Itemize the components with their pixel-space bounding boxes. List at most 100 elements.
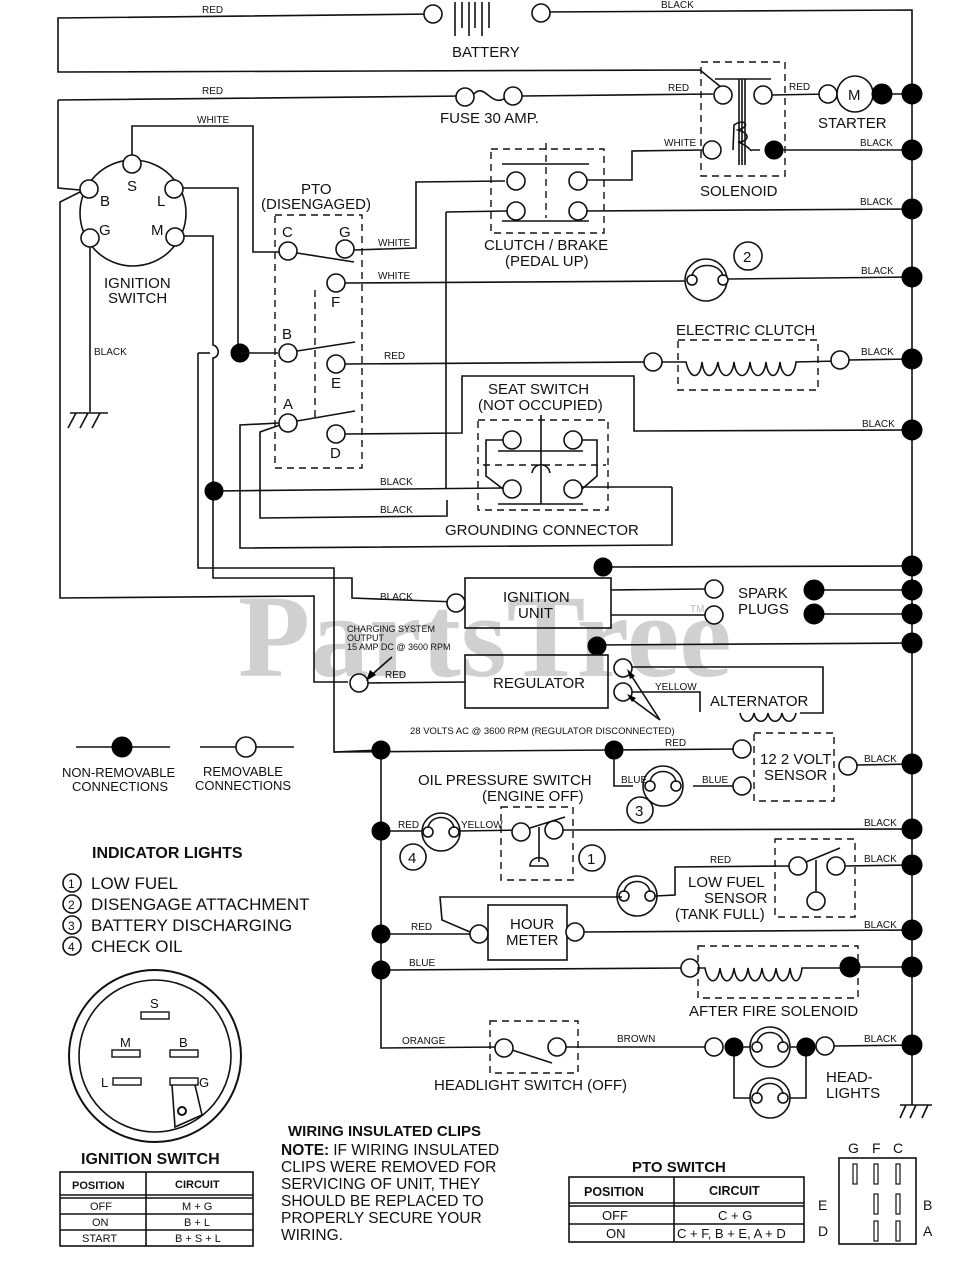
charging-note: 15 AMP DC @ 3600 RPM <box>347 642 451 652</box>
table-cell: C + G <box>718 1208 752 1223</box>
indicator-item: 3 BATTERY DISCHARGING <box>62 915 292 935</box>
indicator-item: 1 LOW FUEL <box>62 873 178 893</box>
table-cell: C + F, B + E, A + D <box>677 1226 786 1241</box>
ignition-unit-label: IGNITION <box>503 589 570 606</box>
wire-label: BLACK <box>861 347 894 358</box>
wire-label: BLACK <box>864 754 897 765</box>
wire <box>727 276 913 280</box>
svg-text:NOTE:IF WIRING INSULATED: NOTE:IF WIRING INSULATED <box>281 1142 499 1159</box>
wire <box>239 422 673 549</box>
table-cell: START <box>82 1233 117 1245</box>
volt-sensor-label: 12 2 VOLT <box>760 751 831 768</box>
indicator-number: 1 <box>68 877 75 891</box>
note-line: CLIPS WERE REMOVED FOR <box>281 1159 496 1176</box>
wire-label: WHITE <box>197 115 230 126</box>
ground-symbol-left <box>67 412 108 429</box>
alternator: ALTERNATOR <box>710 693 809 723</box>
indicator-lamp-2: 2 <box>684 241 763 302</box>
wire-label: YELLOW <box>655 682 697 693</box>
wire-label: WHITE <box>378 271 411 282</box>
terminal-label: E <box>331 375 341 392</box>
clutch-brake-label: CLUTCH / BRAKE <box>484 237 608 254</box>
ignition-switch: S B L G M IGNITION SWITCH <box>79 154 187 307</box>
wire-label: BLACK <box>861 266 894 277</box>
pto-switch-title: PTO SWITCH <box>632 1159 726 1176</box>
watermark-tm: TM <box>690 604 704 615</box>
watermark: PartsTree TM <box>238 571 732 702</box>
terminal-label: G <box>339 224 351 241</box>
terminal-label: L <box>101 1075 108 1090</box>
wire <box>587 149 704 181</box>
wire-label: BLUE <box>409 958 435 969</box>
electric-clutch: ELECTRIC CLUTCH <box>643 322 850 391</box>
table-header: POSITION <box>72 1180 125 1192</box>
wire-label: BLUE <box>621 775 647 786</box>
seat-switch-label: (NOT OCCUPIED) <box>478 397 603 414</box>
grounding-connector-label: GROUNDING CONNECTOR <box>445 522 639 539</box>
bus-junction <box>901 348 923 370</box>
note-label: NOTE: <box>281 1142 329 1159</box>
pin-label: G <box>848 1140 859 1156</box>
terminal-label: D <box>330 445 341 462</box>
pin-label: A <box>923 1223 933 1239</box>
indicator-lamp-3: BLUE BLUE 3 <box>613 750 733 824</box>
wire-label: BLACK <box>94 347 127 358</box>
bus-junction <box>901 419 923 441</box>
regulator-label: REGULATOR <box>493 675 585 692</box>
wire <box>212 487 504 492</box>
terminal-label: B <box>179 1035 188 1050</box>
after-fire-solenoid: BLUE AFTER FIRE SOLENOID <box>371 945 923 1020</box>
wire-label: RED <box>665 738 686 749</box>
legend-label: CONNECTIONS <box>195 778 291 793</box>
wiring-clips-note: WIRING INSULATED CLIPS NOTE:IF WIRING IN… <box>281 1123 499 1244</box>
wire <box>344 280 689 284</box>
volt-sensor: 12 2 VOLT SENSOR BLACK <box>732 732 923 802</box>
table-cell: B + S + L <box>175 1233 221 1245</box>
wire-label: BLACK <box>860 197 893 208</box>
indicator-label: BATTERY DISCHARGING <box>91 916 292 935</box>
headlights-label: HEAD- <box>826 1069 873 1086</box>
ignition-switch-label: IGNITION <box>104 275 171 292</box>
note-line: SERVICING OF UNIT, THEY <box>281 1176 480 1193</box>
wire-label: BLACK <box>860 138 893 149</box>
wire-label: BLACK <box>862 419 895 430</box>
hour-meter-label: METER <box>506 932 559 949</box>
oil-pressure-switch: OIL PRESSURE SWITCH (ENGINE OFF) RED 4 Y… <box>371 772 923 881</box>
terminal-label: M <box>151 222 164 239</box>
indicator-label: DISENGAGE ATTACHMENT <box>91 895 310 914</box>
terminal-label: F <box>331 294 340 311</box>
bus-junction <box>901 198 923 220</box>
low-fuel-label: SENSOR <box>704 890 768 907</box>
pin-label: B <box>923 1197 932 1213</box>
wire-label: BLACK <box>864 854 897 865</box>
wire <box>59 191 348 683</box>
ignition-switch-table: POSITION CIRCUIT OFF M + G ON B + L STAR… <box>59 1171 254 1247</box>
table-cell: OFF <box>90 1201 112 1213</box>
wire-label: WHITE <box>664 138 697 149</box>
table-header: POSITION <box>584 1185 644 1199</box>
indicator-label: CHECK OIL <box>91 937 183 956</box>
pto-label: PTO <box>301 181 332 198</box>
volt-sensor-label: SENSOR <box>764 767 828 784</box>
hour-meter-label: HOUR <box>510 916 554 933</box>
note-line: IF WIRING INSULATED <box>333 1142 499 1159</box>
indicator-label: LOW FUEL <box>91 874 178 893</box>
charging-note: CHARGING SYSTEM <box>347 624 435 634</box>
wire-label: RED <box>202 86 223 97</box>
indicator-number: 3 <box>68 919 75 933</box>
pto-pin-diagram: G F C E D B A <box>818 1140 933 1245</box>
wire-label: RED <box>668 83 689 94</box>
terminal-label: B <box>100 193 110 210</box>
non-removable-symbol <box>111 736 133 758</box>
ac-note-text: 28 VOLTS AC @ 3600 RPM (REGULATOR DISCON… <box>410 726 675 737</box>
table-cell: ON <box>606 1226 626 1241</box>
wire-label: BLACK <box>380 477 413 488</box>
indicator-lights-legend: INDICATOR LIGHTS 1 LOW FUEL 2 DISENGAGE … <box>62 845 310 956</box>
wire-label: BLACK <box>380 505 413 516</box>
indicator-item: 4 CHECK OIL <box>62 936 183 956</box>
table-cell: ON <box>92 1217 109 1229</box>
terminal-label: S <box>150 996 159 1011</box>
legend-label: NON-REMOVABLE <box>62 765 175 780</box>
wire-label: BLUE <box>702 775 728 786</box>
wire <box>344 375 913 435</box>
